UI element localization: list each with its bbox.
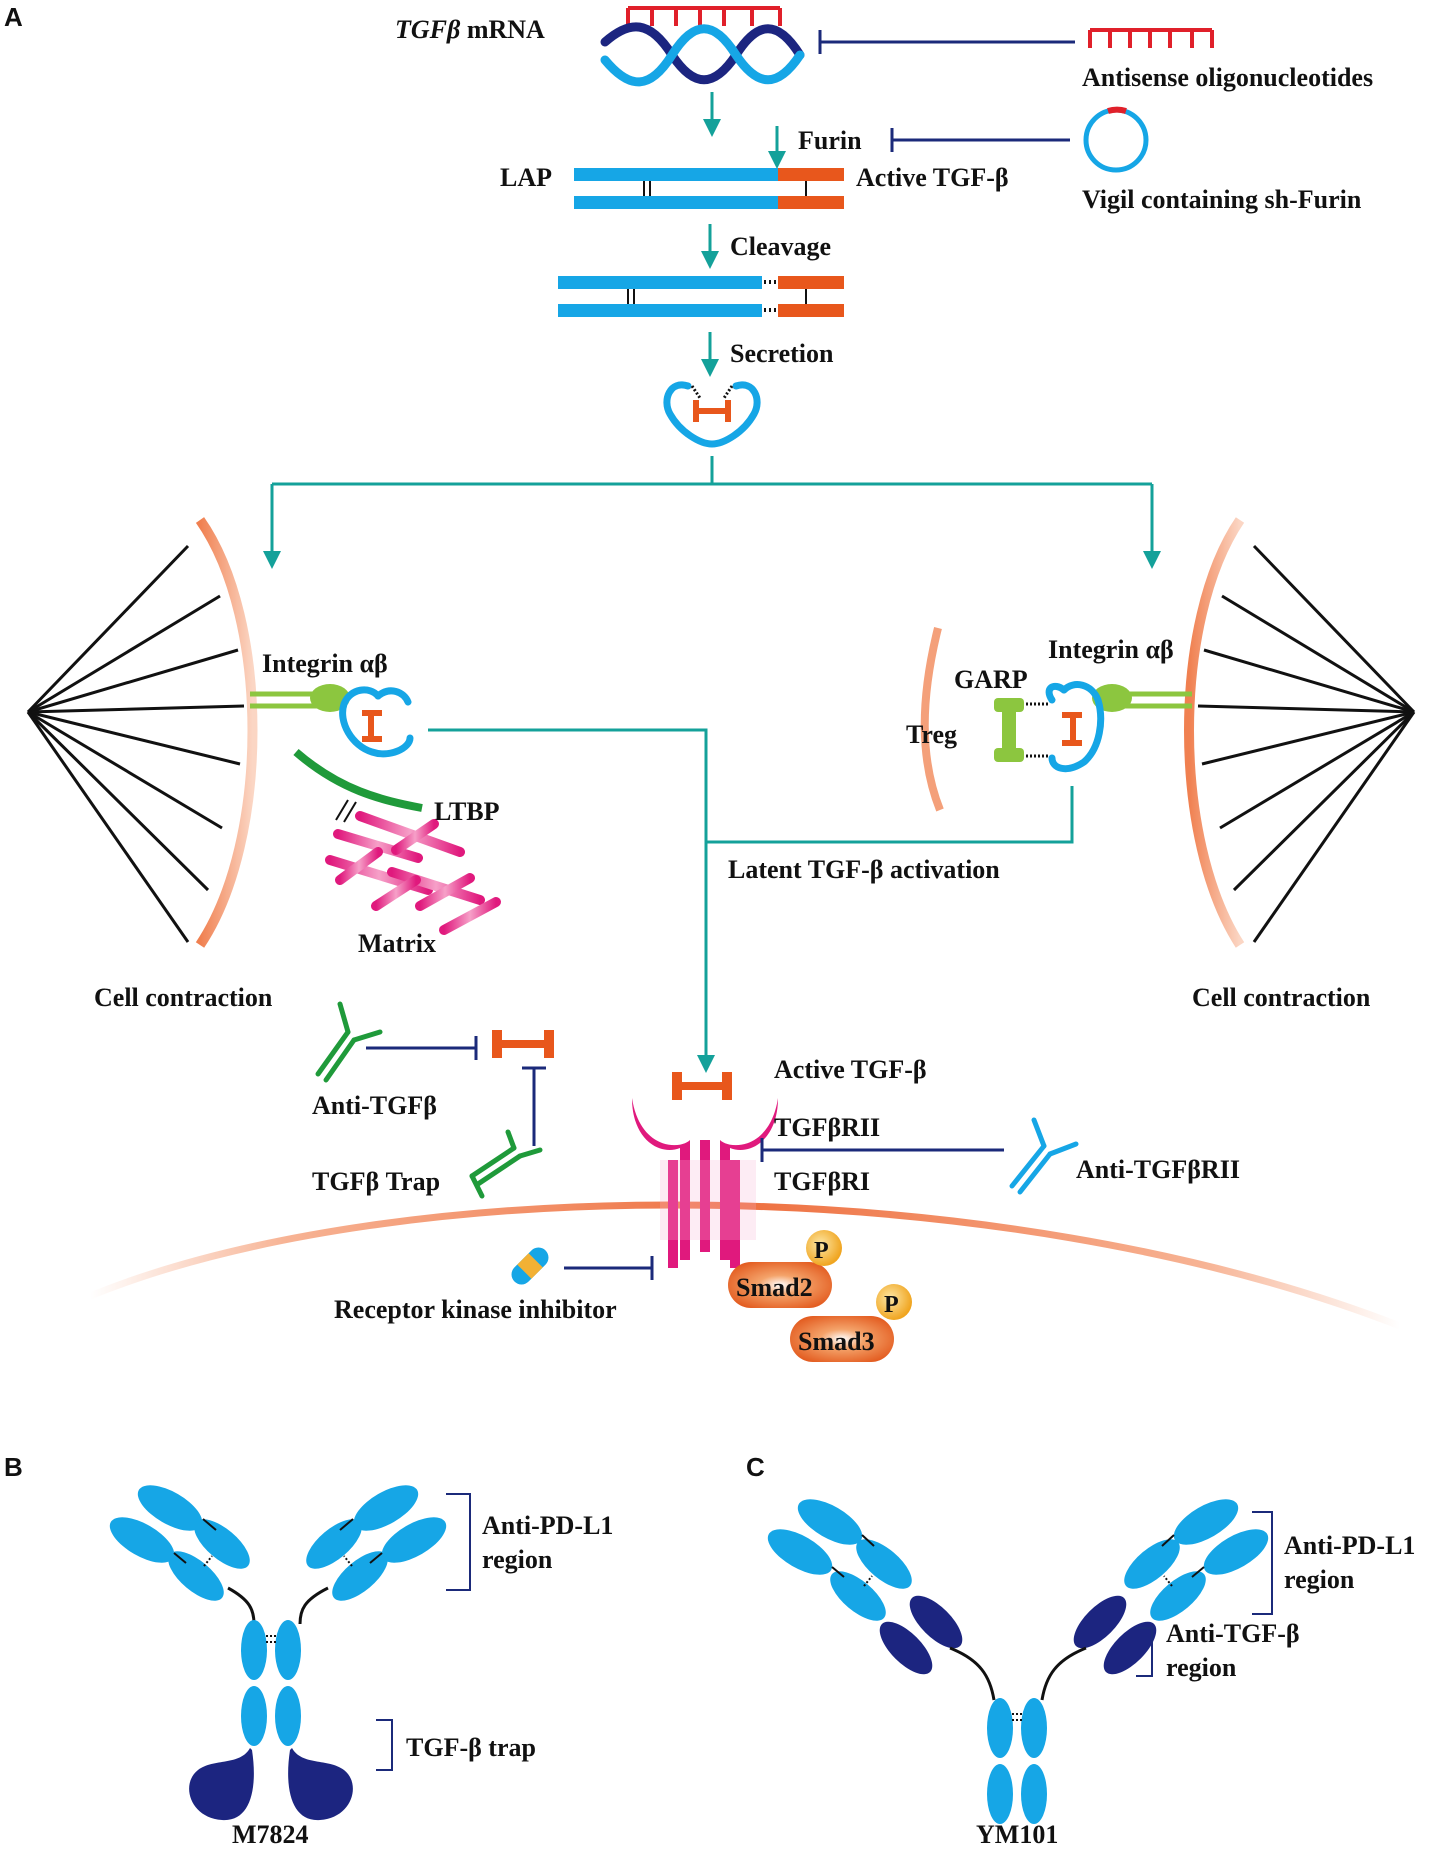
tgfbrii-label: TGFβRII	[774, 1113, 880, 1142]
anti-tgfb-antibody	[315, 1001, 383, 1083]
tgfb-trap-label: TGFβ Trap	[312, 1167, 440, 1196]
left-cell-fibers	[26, 544, 245, 943]
latent-activation-label: Latent TGF-β activation	[728, 855, 1000, 884]
mrna-label: TGFβ mRNA	[395, 15, 545, 44]
treg-label: Treg	[906, 720, 957, 749]
c-anti-tgfb-bracket	[1136, 1627, 1153, 1677]
smad3-phospho-label: P	[884, 1292, 899, 1318]
cell-contraction-left-label: Cell contraction	[94, 983, 273, 1012]
garp-protein	[994, 698, 1024, 762]
activation-paths	[428, 728, 1074, 1073]
smad2-protein	[728, 1262, 832, 1308]
receptor-shading	[660, 1160, 756, 1240]
c-anti-pdl1-line1: Anti-PD-L1	[1284, 1531, 1415, 1560]
tgfbri-receptor	[668, 1140, 740, 1268]
tgfb-mrna-helix	[600, 22, 805, 87]
kinase-inhibitor-capsule-icon	[511, 1247, 549, 1285]
cell-contraction-right-label: Cell contraction	[1192, 983, 1371, 1012]
active-tgfb-ligand	[672, 1072, 732, 1100]
panel-label-b: B	[4, 1452, 23, 1482]
anti-tgfb-inhibition	[366, 1036, 478, 1060]
cleaved-tgfb-dimer	[558, 276, 844, 317]
cleavage-label: Cleavage	[730, 232, 831, 261]
panel-label-a: A	[4, 2, 23, 32]
tgfbri-label: TGFβRI	[774, 1167, 870, 1196]
antisense-label: Antisense oligonucleotides	[1082, 63, 1373, 92]
smad3-label: Smad3	[798, 1327, 875, 1356]
panel-label-c: C	[746, 1452, 765, 1482]
active-tgfb-top-label: Active TGF-β	[856, 163, 1009, 192]
ym101-molecule	[767, 1499, 1269, 1824]
integrin-left	[250, 684, 350, 712]
extracellular-matrix	[325, 811, 501, 935]
b-trap-bracket	[376, 1719, 393, 1771]
smad3-phospho	[876, 1284, 912, 1320]
matrix-label: Matrix	[358, 929, 436, 958]
anti-tgfbrii-antibody	[1009, 1117, 1079, 1195]
smad3-protein	[790, 1316, 894, 1362]
smad2-phospho	[806, 1230, 842, 1266]
sh-furin-insert	[1107, 106, 1127, 114]
ltbp-strand	[293, 748, 423, 812]
latent-tgfb-left	[339, 686, 414, 758]
pro-tgfb-dimer	[574, 168, 844, 209]
right-cell-membrane	[1184, 517, 1245, 948]
integrin-right	[1092, 684, 1192, 712]
plasma-membrane	[88, 1201, 1402, 1330]
ltbp-link	[335, 799, 349, 821]
latent-tgfb-right	[1026, 681, 1105, 773]
vigil-label: Vigil containing sh-Furin	[1082, 185, 1362, 214]
smad2-phospho-label: P	[814, 1238, 829, 1264]
tgfb-trap-inhibition	[522, 1066, 546, 1146]
smad2-label: Smad2	[736, 1273, 813, 1302]
ltbp-label: LTBP	[434, 797, 500, 826]
latent-tgfb-complex-secreted	[663, 381, 761, 448]
c-anti-tgfb-line2: region	[1166, 1653, 1237, 1682]
b-anti-pdl1-bracket	[446, 1493, 471, 1591]
secretion-label: Secretion	[730, 339, 834, 368]
active-tgfb-receptor-label: Active TGF-β	[774, 1055, 927, 1084]
b-anti-pdl1-line1: Anti-PD-L1	[482, 1511, 613, 1540]
b-trap-label: TGF-β trap	[406, 1733, 536, 1762]
b-molecule-name: M7824	[232, 1820, 309, 1845]
receptor-kinase-inhibitor-label: Receptor kinase inhibitor	[334, 1295, 617, 1324]
right-cell-fibers	[1197, 544, 1416, 943]
anti-tgfbrii-label: Anti-TGFβRII	[1076, 1155, 1240, 1184]
antisense-inhibition	[818, 30, 1075, 54]
treg-membrane	[920, 627, 944, 812]
tgfb-trap-molecule	[469, 1129, 543, 1199]
left-cell-membrane	[195, 517, 258, 948]
lap-label: LAP	[500, 163, 552, 192]
vigil-plasmid-icon	[1083, 107, 1149, 173]
kinase-inhibitor-inhibition	[564, 1256, 654, 1280]
garp-label: GARP	[954, 665, 1028, 694]
anti-tgfbrii-inhibition	[760, 1138, 1004, 1162]
furin-inhibition	[890, 128, 1070, 152]
free-active-tgfb	[492, 1030, 554, 1058]
antisense-on-mrna	[626, 6, 782, 26]
integrin-left-label: Integrin αβ	[262, 649, 388, 678]
furin-label: Furin	[798, 126, 862, 155]
branch-arrows	[263, 456, 1161, 569]
b-anti-pdl1-line2: region	[482, 1545, 553, 1574]
integrin-right-label: Integrin αβ	[1048, 635, 1174, 664]
c-anti-tgfb-line1: Anti-TGF-β	[1166, 1619, 1300, 1648]
m7824-molecule	[109, 1485, 447, 1821]
c-molecule-name: YM101	[976, 1820, 1058, 1845]
c-anti-pdl1-bracket	[1252, 1511, 1273, 1615]
antisense-oligo-icon	[1088, 28, 1214, 48]
c-anti-pdl1-line2: region	[1284, 1565, 1355, 1594]
anti-tgfb-label: Anti-TGFβ	[312, 1091, 437, 1120]
